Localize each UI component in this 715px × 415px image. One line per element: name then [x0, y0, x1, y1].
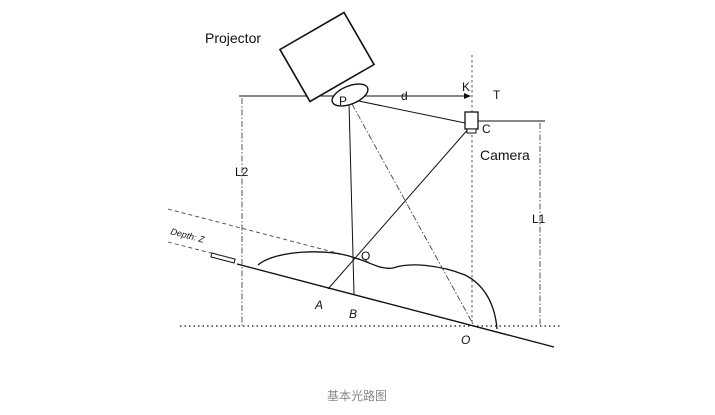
figure-caption: 基本光路图: [327, 388, 387, 403]
inclined-surface: [236, 263, 555, 348]
camera-icon: [464, 111, 479, 130]
depth-guide-line-2: [167, 241, 231, 259]
point-a-label: A: [314, 298, 323, 312]
point-o-label: O: [461, 333, 470, 347]
sample-block: [210, 252, 236, 264]
point-k-label: K: [462, 80, 470, 94]
d-arrow-right-icon: [464, 93, 471, 99]
projector-lens: [331, 83, 369, 107]
distance-d-label: d: [401, 89, 408, 103]
object-profile: [257, 251, 498, 330]
point-q-label: Q: [361, 249, 370, 263]
point-c-label: C: [482, 122, 491, 136]
camera-label: Camera: [480, 147, 530, 163]
l2-label: L2: [235, 165, 249, 179]
depth-label: Depth: Z: [169, 226, 205, 245]
point-b-label: B: [349, 307, 357, 321]
ray-p-b: [348, 102, 355, 295]
baseline-pc: [348, 98, 471, 125]
ray-p-o: [351, 103, 474, 325]
l1-label: L1: [532, 212, 546, 226]
projector-body: [278, 11, 376, 103]
ray-c-a: [327, 126, 471, 290]
point-p-label: P: [339, 94, 347, 108]
depth-guide-line-1: [167, 208, 361, 260]
projector-label: Projector: [205, 30, 261, 46]
camera-lens-icon: [466, 128, 477, 134]
point-t-label: T: [493, 88, 501, 102]
